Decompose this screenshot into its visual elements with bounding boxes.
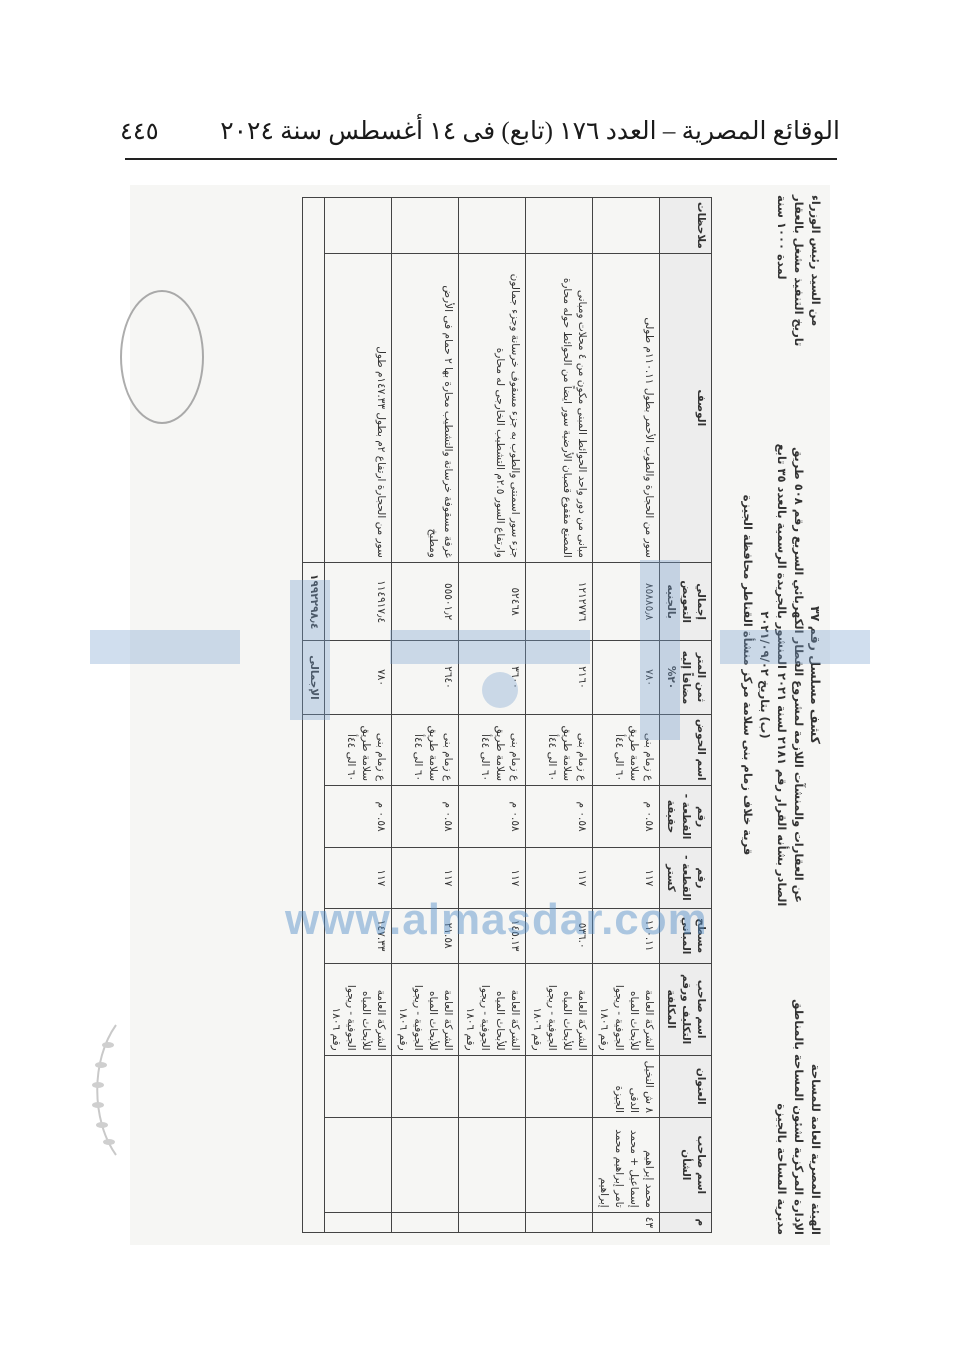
cell-basin: ع زمام بنى سلامة طريق ٦٠ الى ٤٤أ	[391, 714, 459, 786]
rotated-sheet: الهيئة المصرية العامة للمساحة الإدارة ال…	[130, 185, 830, 1245]
cell-real: ٠.٥٨ م	[458, 785, 526, 848]
total-value: ١٩٩٢٢٩٨٫٤	[302, 562, 325, 641]
cell-notes	[324, 197, 392, 254]
total-spacer	[302, 714, 325, 1233]
cell-price: ٧٨٠	[592, 640, 660, 715]
cell-desc: مبانى من دور واحد الحوائط المبنى مكون من…	[525, 253, 593, 563]
statement-title: كشف مسلسل رقم ٣٧	[808, 606, 823, 744]
cell-real: ٠.٥٨ م	[324, 785, 392, 848]
authority-line: مديرية المساحة بالجيزة	[775, 1103, 789, 1235]
seal-stamp-icon	[120, 290, 204, 424]
cell-total: ١١٤٩١٧٫٤	[324, 562, 392, 641]
cell-desc: جزء سور اسمنتى والطوب به جزء مسقوف خرسان…	[458, 253, 526, 563]
cell-owner	[458, 1117, 526, 1213]
decree-block: من السيد رئيس الوزراء تاريخ التنفيذ مشغل…	[773, 195, 824, 415]
cell-desc: غرفة مسقوفة خرسانة والتشطيب محارة بها ٢ …	[391, 253, 459, 563]
cell-real: ٠.٥٨ م	[525, 785, 593, 848]
table-row: ٤٣ محمد إبراهيم إسماعيل + محمد تامر إبرا…	[592, 197, 660, 1233]
authority-block: الهيئة المصرية العامة للمساحة الإدارة ال…	[773, 935, 824, 1235]
col-header: اسم الحوض	[659, 714, 712, 786]
total-row: الإجمالى ١٩٩٢٢٩٨٫٤	[302, 197, 325, 1233]
cell-owner	[391, 1117, 459, 1213]
cell-address	[458, 1055, 526, 1118]
statement-line: عن العقارات والمنشآت اللازمة لمشروع القط…	[792, 447, 806, 903]
cell-total: ٥٢٤٦٨	[458, 562, 526, 641]
scanned-document: الهيئة المصرية العامة للمساحة الإدارة ال…	[130, 185, 830, 1245]
cell-notes	[391, 197, 459, 254]
col-header: رقم القطعة - حقيقة	[659, 785, 712, 848]
document-header: الهيئة المصرية العامة للمساحة الإدارة ال…	[714, 195, 824, 1235]
header-rule	[125, 158, 837, 160]
cell-total: ١٢١٢٧٧٦	[525, 562, 593, 641]
cell-no	[391, 1212, 459, 1233]
col-header: العنوان	[659, 1055, 712, 1118]
decree-line: لمدة ١٠٠٠ سنة	[775, 195, 789, 280]
statement-block: كشف مسلسل رقم ٣٧ عن العقارات والمنشآت ال…	[739, 435, 824, 915]
cell-owner	[324, 1117, 392, 1213]
cell-address	[324, 1055, 392, 1118]
col-header: الوصف	[659, 253, 712, 563]
decree-line: من السيد رئيس الوزراء	[809, 195, 823, 327]
decree-line: تاريخ التنفيذ مشغل بالعقار	[792, 195, 806, 347]
cell-desc: سور من الحجارة ارتفاع ٢م بطول ١٤٧.٣٣م طو…	[324, 253, 392, 563]
cell-price: ٧٨٠	[324, 640, 392, 715]
cell-assignee: الشركة العامة للأبحاث المياه الجوفية - ر…	[391, 963, 459, 1056]
wreath-icon	[92, 1024, 117, 1156]
cell-address	[391, 1055, 459, 1118]
col-header: م	[659, 1212, 712, 1233]
authority-line: الهيئة المصرية العامة للمساحة	[809, 1063, 823, 1235]
cell-no: ٤٣	[592, 1212, 660, 1233]
authority-line: الإدارة المركزية لشئون المساحة بالمناطق	[792, 999, 806, 1235]
cell-no	[458, 1212, 526, 1233]
cell-address: ٨ ش النخيل الدقى الجيزة	[592, 1055, 660, 1118]
col-header: ملاحظات	[659, 197, 712, 254]
cell-assignee: الشركة العامة للأبحاث المياه الجوفية - ر…	[458, 963, 526, 1056]
cell-basin: ع زمام بنى سلامة طريق ٦٠ الى ٤٤أ	[525, 714, 593, 786]
table-row: الشركة العامة للأبحاث المياه الجوفية - ر…	[458, 197, 526, 1233]
cell-owner: محمد إبراهيم إسماعيل + محمد تامر إبراهيم…	[592, 1117, 660, 1213]
col-header: ثمن المتر مضافاً إليه ٢٠%	[659, 640, 712, 715]
property-table: م اسم صاحب الشأن العنوان اسم صاحب التكلي…	[302, 197, 712, 1233]
cell-assignee: الشركة العامة للأبحاث المياه الجوفية - ر…	[525, 963, 593, 1056]
cell-notes	[525, 197, 593, 254]
cell-no	[324, 1212, 392, 1233]
cell-price: ٢١٦٠	[525, 640, 593, 715]
cell-notes	[592, 197, 660, 254]
total-label: الإجمالى	[302, 640, 325, 715]
cell-assignee: الشركة العامة للأبحاث المياه الجوفية - ر…	[324, 963, 392, 1056]
cell-notes	[458, 197, 526, 254]
cell-real: ٠.٥٨ م	[592, 785, 660, 848]
cell-basin: ع زمام بنى سلامة طريق ٦٠ الى ٤٤أ	[592, 714, 660, 786]
statement-line: قرية خلاف زمام بنى سلامة مركز منشأة القن…	[741, 494, 755, 856]
cell-total: ٨٥٨٨٥٫٨	[592, 562, 660, 641]
table-header-row: م اسم صاحب الشأن العنوان اسم صاحب التكلي…	[659, 197, 712, 1233]
statement-line: الصادر بشأنه القرار رقم ٢١٨١ لسنة ٢٠٢١ ا…	[758, 443, 789, 907]
page-header: ٤٤٥ الوقائع المصرية – العدد ١٧٦ (تابع) ف…	[120, 108, 840, 154]
col-header: اسم صاحب الشأن	[659, 1117, 712, 1213]
cell-owner	[525, 1117, 593, 1213]
cell-address	[525, 1055, 593, 1118]
cell-basin: ع زمام بنى سلامة طريق ٦٠ الى ٤٤أ	[458, 714, 526, 786]
cell-no	[525, 1212, 593, 1233]
col-header: إجمالي التعويض بالجنيه	[659, 562, 712, 641]
cell-desc: سور من الحجارة والطوب الأحمر بطول ١١٠.١١…	[592, 253, 660, 563]
total-spacer	[302, 197, 325, 563]
cell-total: ٥٥٥٠١٫٢	[391, 562, 459, 641]
cell-price: ٣٦٠٠	[458, 640, 526, 715]
watermark-url: www.almasdar.com	[285, 895, 708, 944]
table-row: الشركة العامة للأبحاث المياه الجوفية - ر…	[324, 197, 392, 1233]
cell-price: ٢٦٤٠	[391, 640, 459, 715]
cell-assignee: الشركة العامة للأبحاث المياه الجوفية - ر…	[592, 963, 660, 1056]
gazette-title: الوقائع المصرية – العدد ١٧٦ (تابع) فى ١٤…	[220, 118, 840, 145]
col-header: اسم صاحب التكليف ورقم المكلفة	[659, 963, 712, 1056]
cell-real: ٠.٥٨ م	[391, 785, 459, 848]
table-row: الشركة العامة للأبحاث المياه الجوفية - ر…	[391, 197, 459, 1233]
cell-basin: ع زمام بنى سلامة طريق ٦٠ الى ٤٤أ	[324, 714, 392, 786]
page-number: ٤٤٥	[120, 118, 159, 145]
table-row: الشركة العامة للأبحاث المياه الجوفية - ر…	[525, 197, 593, 1233]
